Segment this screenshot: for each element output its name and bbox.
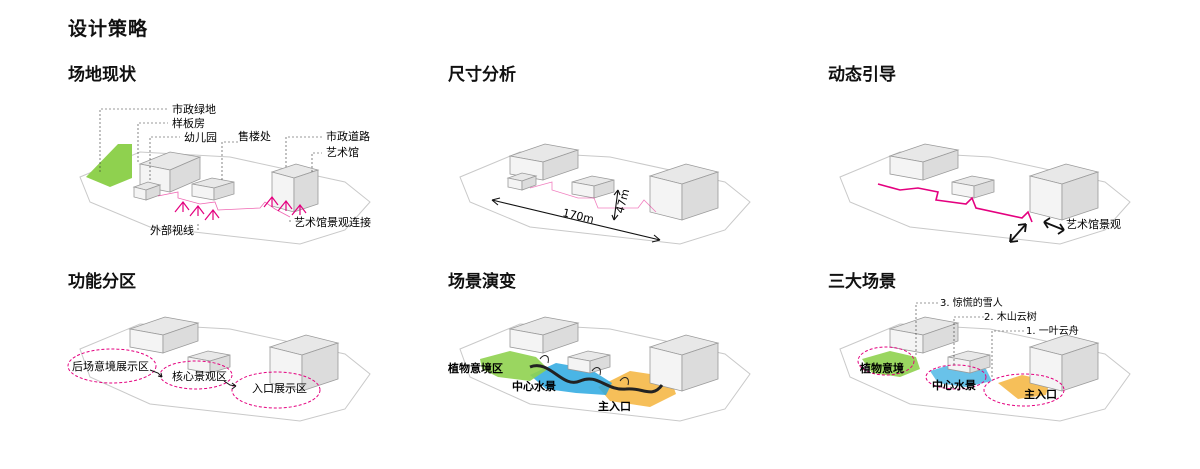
building-museum [648,334,720,392]
building-museum [270,163,320,213]
panel-title-size-analysis: 尺寸分析 [448,65,516,85]
building-kindergarten [132,181,162,201]
scene-evolution-diagram: 植物意境区 中心水景 主入口 [447,316,751,422]
label-scene-1: 1. 一叶云舟 [1026,324,1079,337]
width-dimension [611,189,621,221]
building-sales [947,350,991,374]
sight-arrows [174,196,307,221]
label-plant-zone: 植物意境区 [447,361,503,375]
leader-lines [99,108,322,230]
green-plants [480,351,548,381]
building-kindergarten [506,172,538,191]
label-museum-view: 艺术馆景观 [1066,217,1121,231]
building-sales [951,175,995,199]
zone-connectors [149,369,237,390]
green-plants [862,351,920,377]
label-sample-house: 样板房 [172,116,205,130]
panel-title-function-zones: 功能分区 [68,272,136,292]
label-scene-3: 3. 惊慌的雪人 [940,296,1003,309]
building-museum [1028,163,1100,221]
panel-scene-evolution: 场景演变 植物意境区 中心水景 主入口 [380,259,780,469]
label-art-museum: 艺术馆 [326,145,359,159]
guide-path [877,183,1033,223]
label-water-scene: 中心水景 [932,378,976,392]
function-zones-diagram: 后场意境展示区 核心景观区 入口展示区 [67,316,371,422]
scene-ellipse-plant [857,346,915,376]
length-dimension [491,197,661,243]
building-sales [571,175,615,199]
label-scene-2: 2. 木山云树 [984,310,1037,323]
panel-size-analysis: 尺寸分析 170m [380,52,780,262]
green-area [86,144,132,187]
label-municipal-road: 市政道路 [326,129,370,143]
zone-rear [67,348,157,384]
building-sample [128,316,200,354]
label-core-zone: 核心景观区 [172,369,227,383]
label-sales-office: 售楼处 [238,129,271,143]
double-arrow-right [1043,217,1065,235]
panel-title-dynamic-guide: 动态引导 [828,65,896,85]
building-museum [1028,334,1100,392]
building-sample [508,316,580,354]
label-central-water: 中心水景 [512,379,556,393]
building-sample [888,316,960,354]
dynamic-guide-diagram: 艺术馆景观 [839,143,1131,245]
flow-path [529,364,664,394]
label-plant-scene: 植物意境 [859,361,904,375]
building-sample [888,143,960,181]
building-museum [268,334,340,392]
label-kindergarten: 幼儿园 [184,131,217,144]
label-municipal-green: 市政绿地 [172,102,216,116]
panel-three-scenes: 三大场景 3. 惊慌的雪人 2. 木山云树 1. 一 [760,259,1160,469]
page-title: 设计策略 [68,18,149,40]
panel-title-site-status: 场地现状 [68,65,136,85]
size-route [529,181,657,213]
label-main-entrance: 主入口 [598,399,631,413]
label-rear-zone: 后场意境展示区 [72,359,149,373]
zone-entry [231,371,321,409]
panel-title-scene-evolution: 场景演变 [448,272,516,292]
scene-ellipse-entry [983,373,1065,407]
label-entry-scene: 主入口 [1024,387,1057,401]
panel-site-status: 场地现状 [0,52,400,262]
panel-function-zones: 功能分区 后场意境展示区 核心景观区 入口展示区 [0,259,400,469]
site-route [157,191,291,218]
panel-title-three-scenes: 三大场景 [828,272,896,292]
scene-ellipse-water [925,364,987,390]
label-external-view: 外部视线 [150,223,194,237]
three-scenes-diagram: 3. 惊慌的雪人 2. 木山云树 1. 一叶云舟 植物意境 中心水景 主入口 [839,296,1131,422]
site-status-diagram: 市政绿地 样板房 幼儿园 售楼处 市政道路 艺术馆 外部视线 艺术馆景观连接 [79,102,371,245]
label-museum-link: 艺术馆景观连接 [294,215,371,229]
building-museum [648,163,720,221]
building-sales [191,177,235,201]
panel-dynamic-guide: 动态引导 艺术馆景观 [760,52,1160,262]
size-analysis-diagram: 170m 47m [459,143,751,245]
label-width-47m: 47m [613,188,632,215]
flow-arrows [539,355,629,386]
scene-leader-lines [915,302,1026,377]
double-arrow-left [1009,223,1027,243]
label-entry-zone: 入口展示区 [252,382,307,395]
